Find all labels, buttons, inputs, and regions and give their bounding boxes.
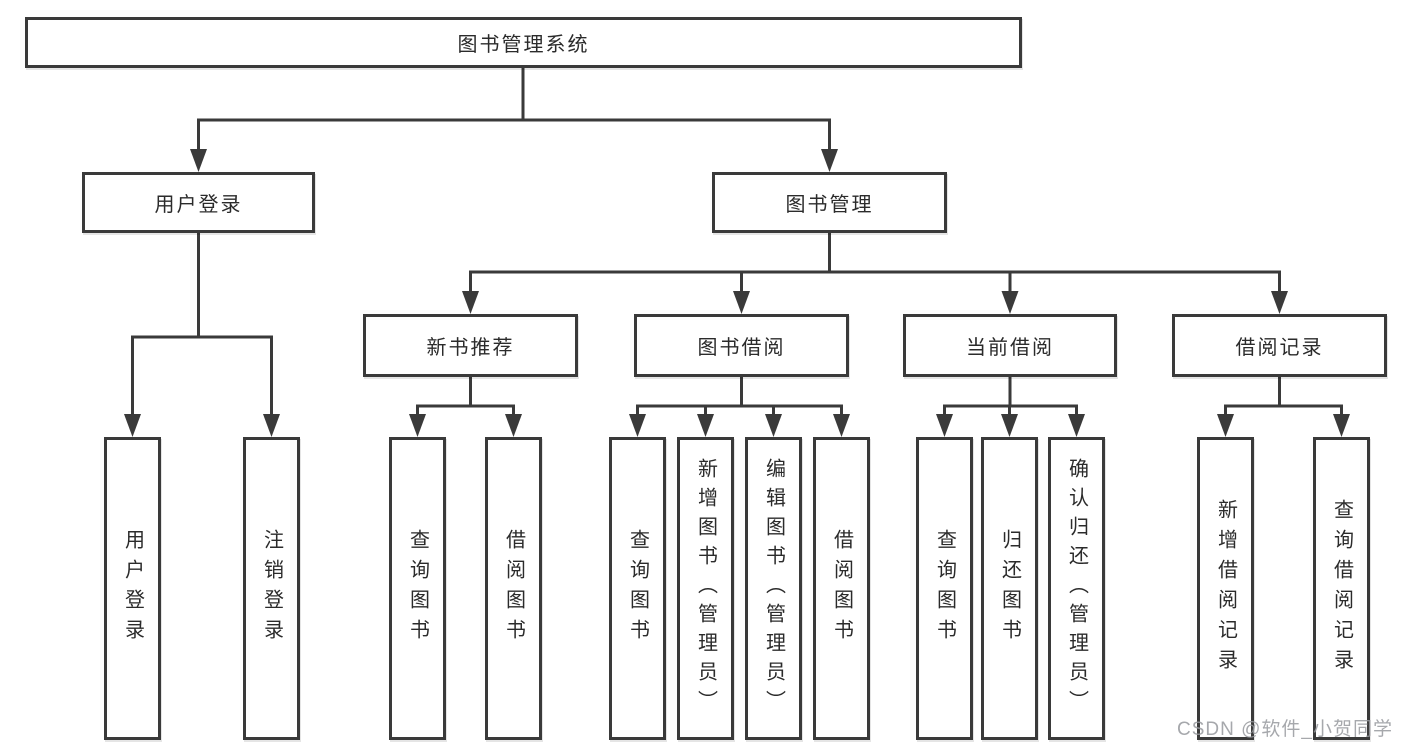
node-book-borrowing: 图书借阅 (634, 314, 849, 377)
node-borrowing-records: 借阅记录 (1172, 314, 1387, 377)
leaf-return-book: 归还图书 (981, 437, 1038, 740)
leaf-confirm-return-admin: 确认归还（管理员） (1048, 437, 1105, 740)
leaf-user-login: 用户登录 (104, 437, 161, 740)
node-new-book-recommend: 新书推荐 (363, 314, 578, 377)
leaf-edit-book-admin: 编辑图书（管理员） (745, 437, 802, 740)
node-book-management: 图书管理 (712, 172, 947, 233)
leaf-add-book-admin: 新增图书（管理员） (677, 437, 734, 740)
watermark: CSDN @软件_小贺同学 (1177, 719, 1393, 740)
leaf-query-books-borrow: 查询图书 (609, 437, 666, 740)
leaf-add-borrow-record: 新增借阅记录 (1197, 437, 1254, 740)
node-library-management-system: 图书管理系统 (25, 17, 1022, 68)
leaf-query-books-current: 查询图书 (916, 437, 973, 740)
node-user-login: 用户登录 (82, 172, 315, 233)
leaf-borrow-books-borrow: 借阅图书 (813, 437, 870, 740)
node-current-borrowing: 当前借阅 (903, 314, 1117, 377)
leaf-logout: 注销登录 (243, 437, 300, 740)
leaf-query-borrow-record: 查询借阅记录 (1313, 437, 1370, 740)
leaf-query-books-recommend: 查询图书 (389, 437, 446, 740)
leaf-borrow-books-recommend: 借阅图书 (485, 437, 542, 740)
